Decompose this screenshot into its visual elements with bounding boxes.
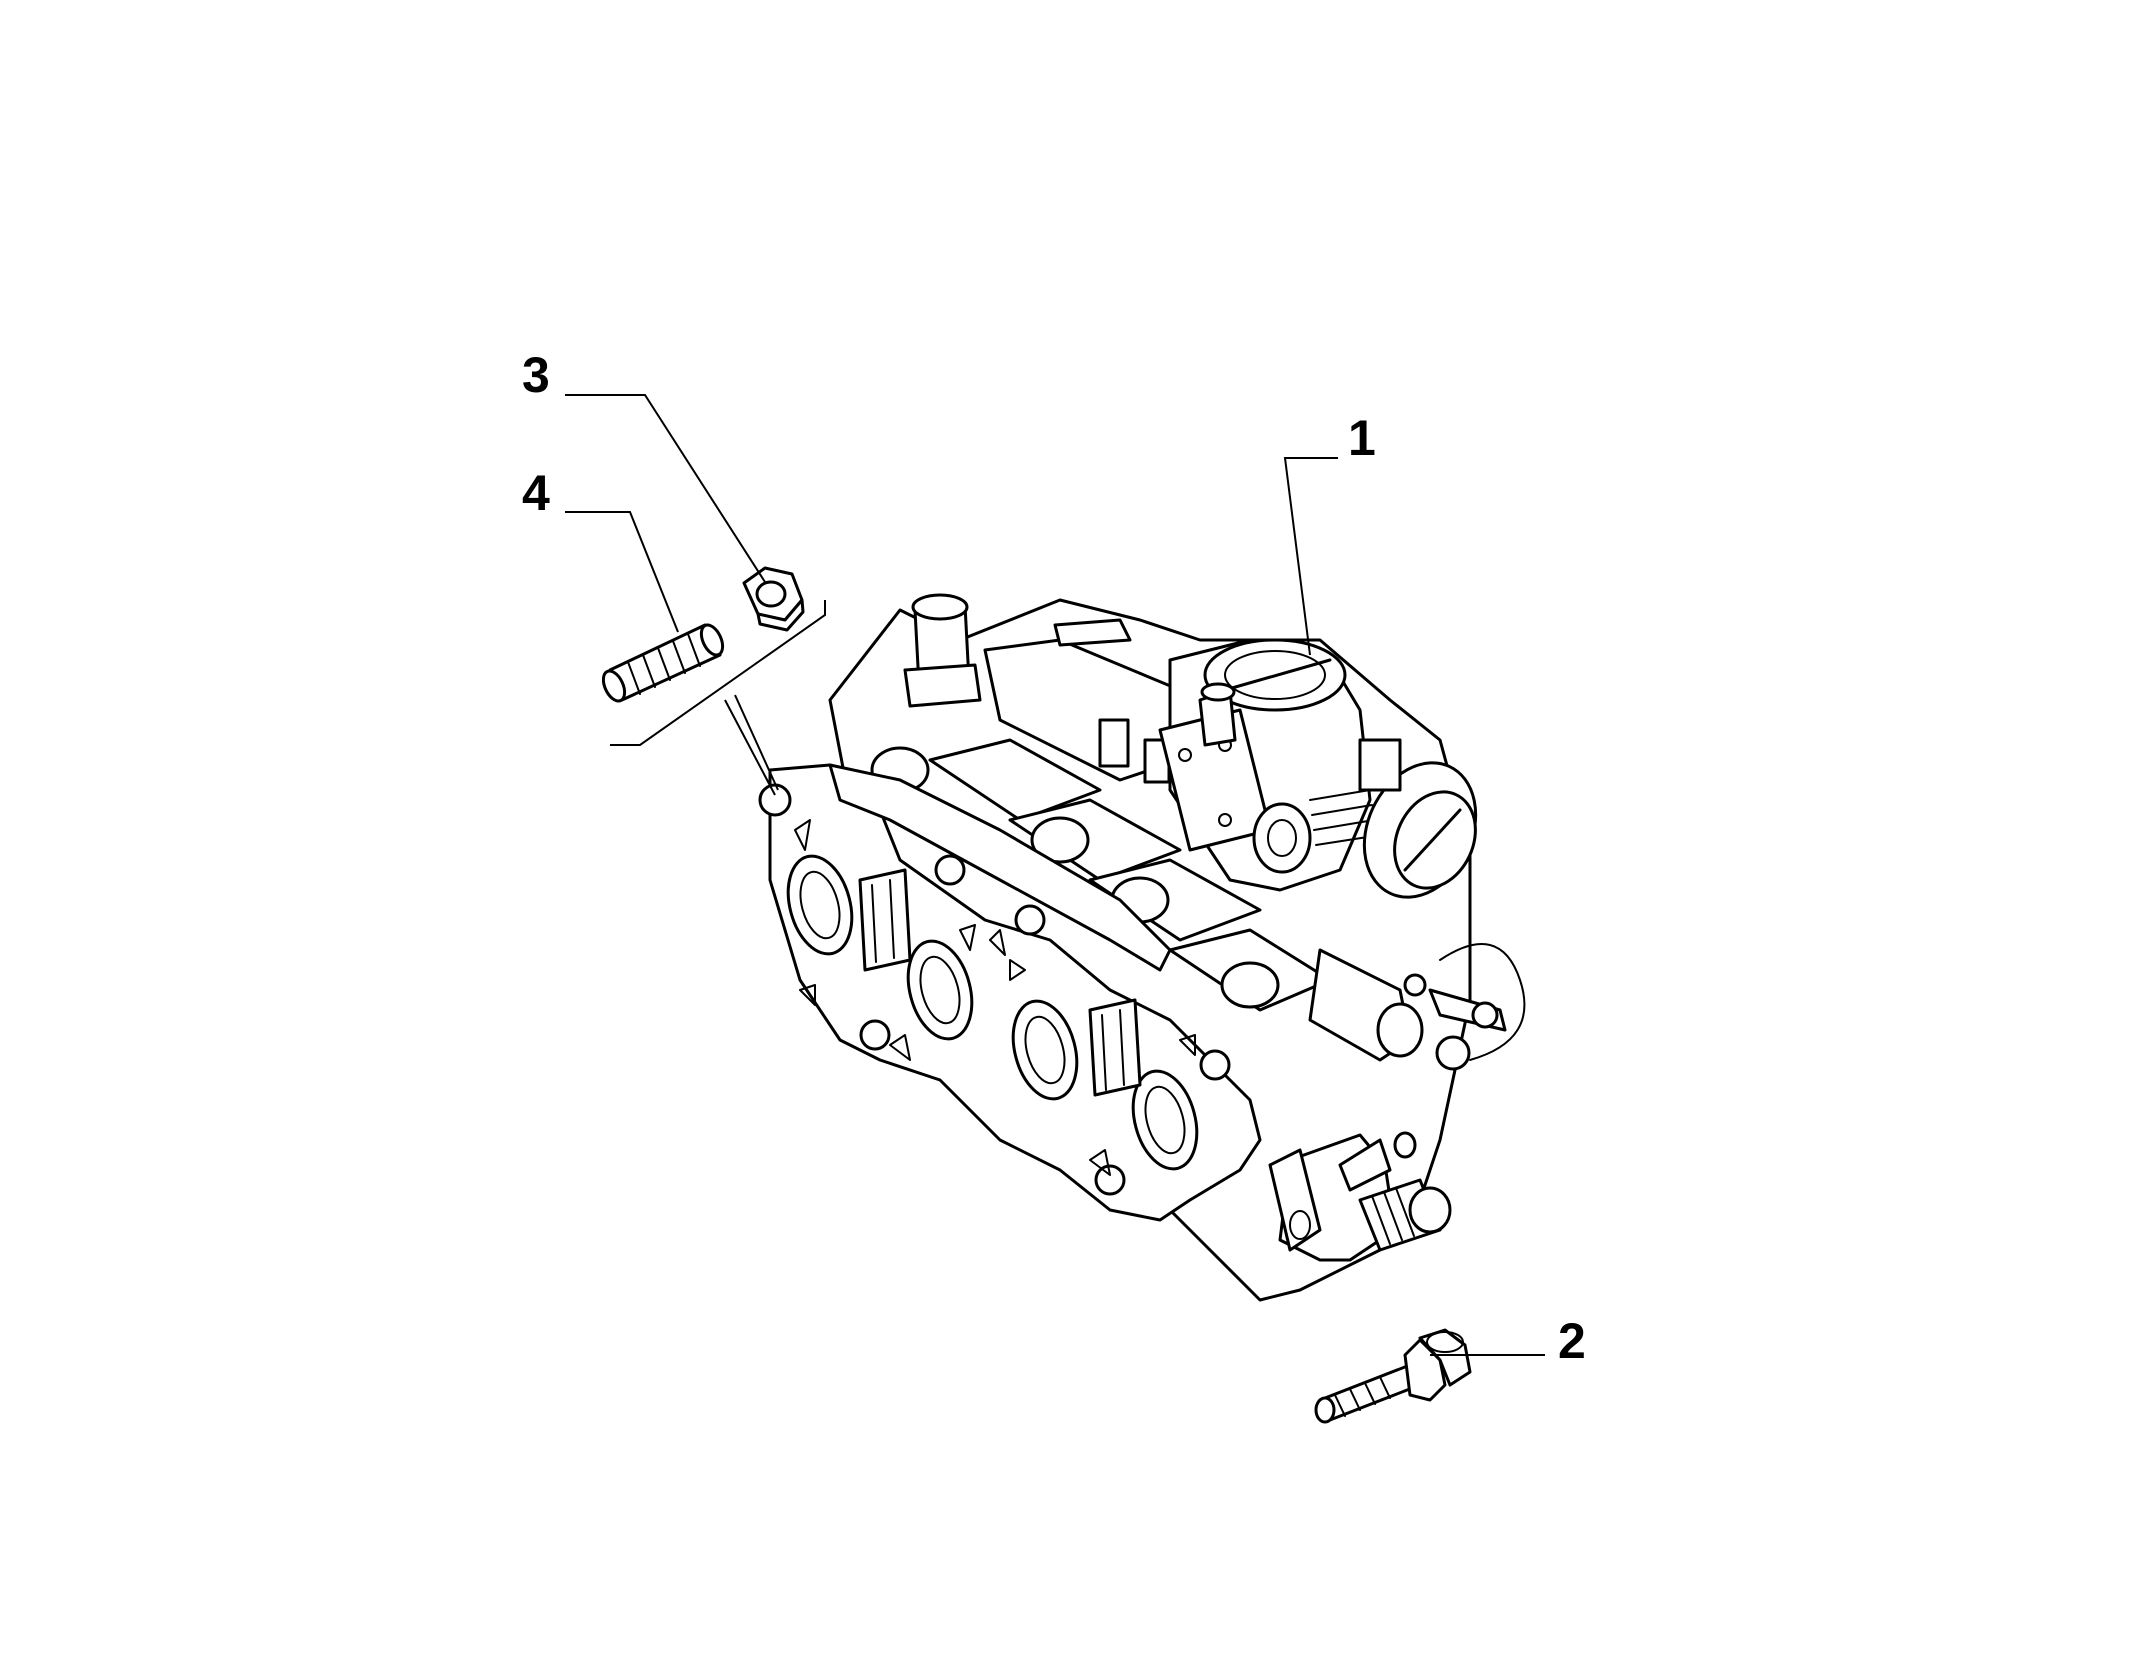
callout-3: 3 [522,347,550,403]
leader-mount [610,600,826,746]
stud[interactable] [599,622,727,705]
callout-2: 2 [1558,1313,1586,1369]
mounting-flange [758,763,1262,1222]
callout-1: 1 [1348,410,1376,466]
flange-bolt[interactable] [1314,1328,1472,1424]
lower-fitting [1268,1131,1452,1262]
leader-1 [1283,457,1338,656]
fuel-rail-bracket [983,618,1182,784]
leader-mount-b [734,694,779,791]
sensor-cap [1358,738,1478,899]
leader-4 [565,511,679,633]
right-connector [1308,943,1526,1071]
callout-4: 4 [522,465,550,521]
leader-3 [565,394,766,583]
throttle-body [1158,638,1375,892]
vertical-pipe [903,593,982,708]
leader-mount-a [724,699,776,796]
leader-lines [565,394,1545,1356]
intake-manifold-assembly[interactable] [758,593,1526,1302]
hex-nut[interactable] [742,566,805,632]
